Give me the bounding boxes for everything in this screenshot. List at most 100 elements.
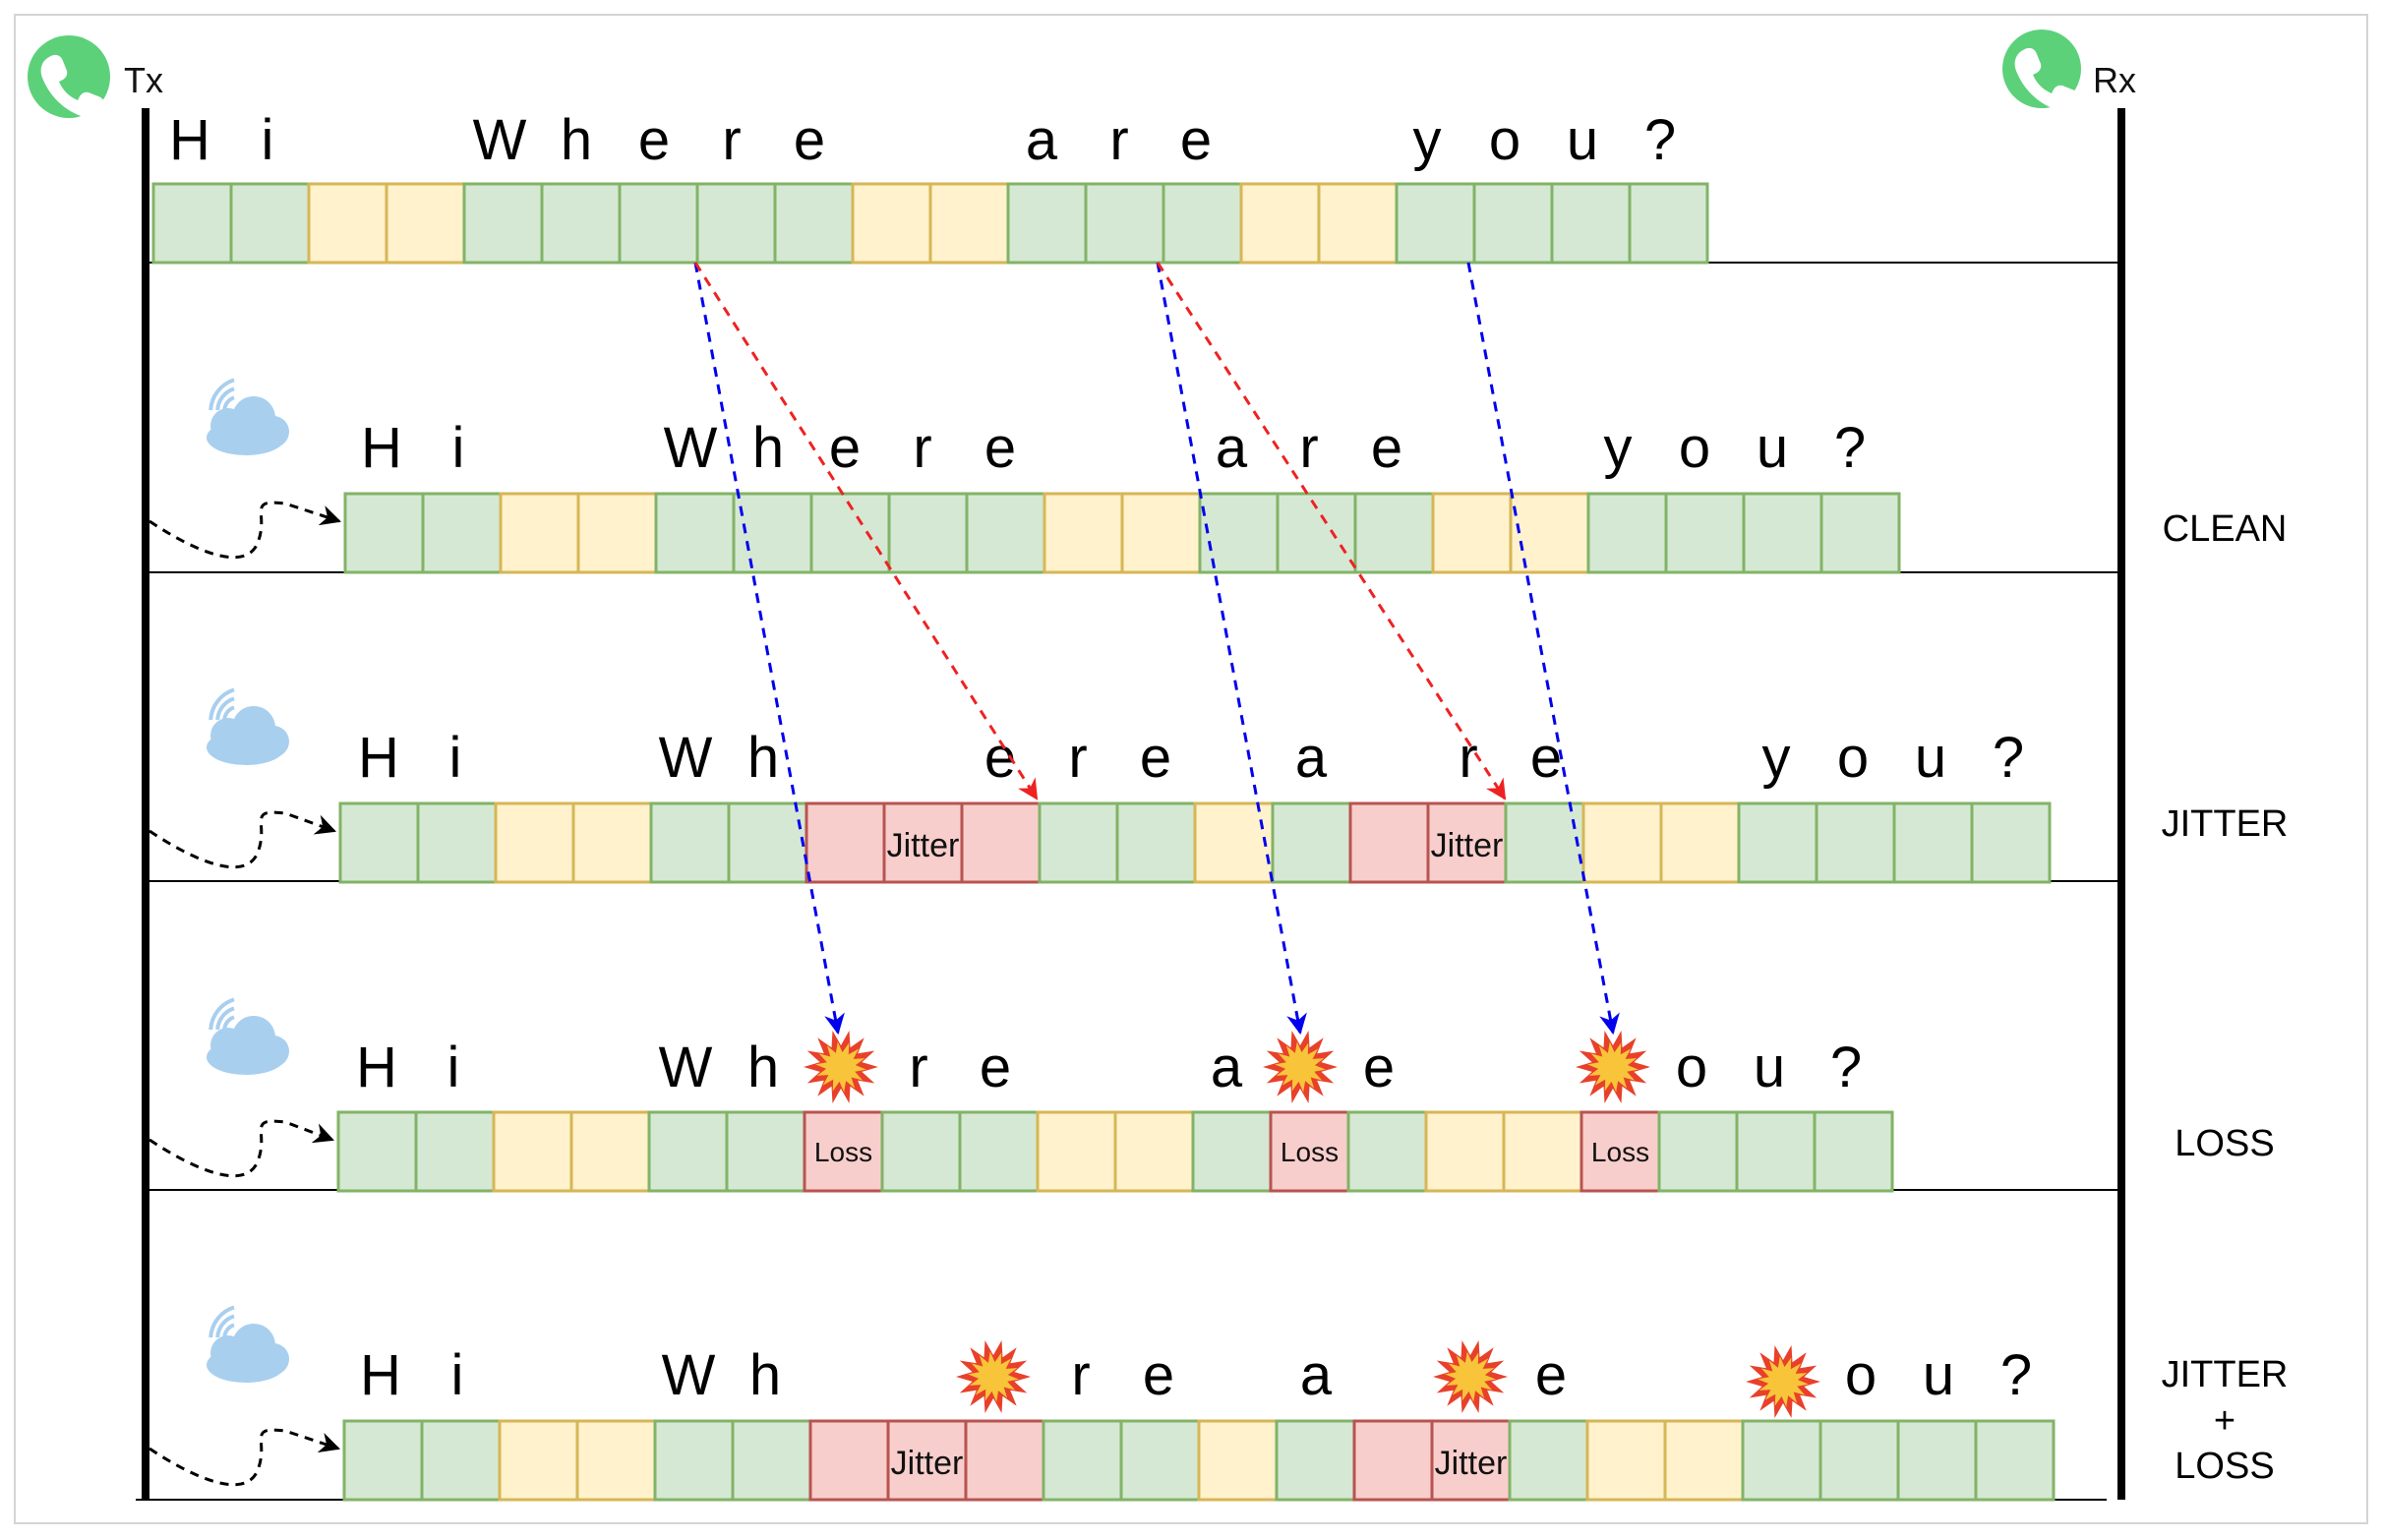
transcript-letter: ? xyxy=(2000,1343,2032,1407)
packet-cell xyxy=(540,182,622,265)
transcript-letter: e xyxy=(1143,1343,1174,1407)
packet-cell xyxy=(1269,1110,1350,1193)
packet-cell xyxy=(1006,182,1088,265)
packet-cell xyxy=(229,182,311,265)
packet-cell xyxy=(494,801,575,884)
packet-cell xyxy=(654,492,736,574)
rx-label: Rx xyxy=(2093,60,2136,100)
packet-cell xyxy=(731,1419,812,1502)
transcript-letter: u xyxy=(1754,1036,1785,1099)
transcript-letter: ? xyxy=(1830,1036,1862,1099)
packet-cell xyxy=(416,801,498,884)
packet-cell xyxy=(1395,182,1476,265)
transcript-letter: i xyxy=(447,1036,460,1099)
packet-cell xyxy=(1659,801,1741,884)
transcript-letter: H xyxy=(361,416,402,480)
packet-cell xyxy=(1239,182,1321,265)
transcript-letter: o xyxy=(1845,1343,1877,1407)
packet-cell xyxy=(1430,1419,1512,1502)
packet-cell xyxy=(725,1110,806,1193)
transcript-letter: o xyxy=(1489,108,1520,172)
transcript-letter: W xyxy=(662,1343,716,1407)
packet-cell xyxy=(414,1110,496,1193)
transcript-letter: e xyxy=(1363,1036,1395,1099)
loss-mapping-arrow xyxy=(693,262,845,1036)
packet-cell xyxy=(649,801,731,884)
packet-cell xyxy=(1737,801,1818,884)
packet-cell xyxy=(1509,492,1590,574)
transcript-letter: H xyxy=(356,1036,397,1099)
transcript-letter: r xyxy=(909,1036,927,1099)
packet-cell xyxy=(1317,182,1399,265)
jitter-mapping-arrow xyxy=(1156,262,1507,800)
packet-cell xyxy=(1664,492,1746,574)
packet-cell xyxy=(1042,1419,1123,1502)
network-cloud-icon xyxy=(207,378,289,455)
transcript-letter: h xyxy=(561,108,592,172)
loss-burst-icon xyxy=(804,1031,878,1103)
packet-cell xyxy=(1663,1419,1745,1502)
packet-cell xyxy=(1276,492,1357,574)
packet-cell xyxy=(1970,801,2052,884)
transmission-path-arrow xyxy=(149,1428,340,1487)
transcript-letter: H xyxy=(169,108,210,172)
packet-cell xyxy=(1472,182,1554,265)
transcript-letter: ? xyxy=(1834,416,1866,480)
transmission-path-arrow xyxy=(149,501,341,560)
loss-cell-label: Loss xyxy=(814,1137,872,1167)
transcript-letter: W xyxy=(659,726,713,790)
packet-cell xyxy=(1043,492,1124,574)
packet-cell xyxy=(1819,492,1901,574)
condition-label-clean: CLEAN xyxy=(2163,508,2288,550)
jitter-cell-label: Jitter xyxy=(891,1445,964,1482)
transcript-letter: i xyxy=(449,726,462,790)
packet-cell xyxy=(695,182,777,265)
packet-cell xyxy=(1036,1110,1117,1193)
transcript-letter: ? xyxy=(1993,726,2024,790)
transcript-letter: r xyxy=(913,416,931,480)
packet-cell xyxy=(928,182,1010,265)
packet-cell xyxy=(1346,1110,1428,1193)
transcript-letter: H xyxy=(358,726,399,790)
packet-cell xyxy=(1813,1110,1894,1193)
packet-cell xyxy=(385,182,466,265)
transcript-letter: o xyxy=(1837,726,1869,790)
network-cloud-icon xyxy=(207,687,289,765)
transcript-letter: r xyxy=(1068,726,1087,790)
packet-cell xyxy=(1193,801,1275,884)
packet-cell xyxy=(1586,492,1668,574)
jitter-cell-label: Jitter xyxy=(887,827,960,864)
packet-cell xyxy=(421,492,503,574)
packet-cell xyxy=(1974,1419,2056,1502)
packet-cell xyxy=(1815,801,1896,884)
transcript-letter: i xyxy=(262,108,274,172)
transcript-letter: r xyxy=(1071,1343,1090,1407)
loss-burst-icon xyxy=(1746,1345,1820,1418)
transcript-letter: e xyxy=(794,108,825,172)
transcript-letter: u xyxy=(1757,416,1788,480)
packet-cell xyxy=(653,1419,735,1502)
network-cloud-icon xyxy=(207,1305,289,1383)
transcript-letter: a xyxy=(1026,108,1058,172)
packet-cell xyxy=(1579,1110,1661,1193)
packet-cell xyxy=(1550,182,1632,265)
packet-cell xyxy=(342,1419,424,1502)
transcript-letter: y xyxy=(1762,726,1791,790)
transcript-letter: e xyxy=(1371,416,1402,480)
packet-cell xyxy=(338,801,420,884)
packet-cell xyxy=(1084,182,1165,265)
loss-mapping-arrow xyxy=(1466,262,1620,1036)
diagram-frame xyxy=(14,14,2368,1524)
packet-cell xyxy=(1508,1419,1589,1502)
transcript-letter: h xyxy=(747,726,779,790)
transcript-letter: u xyxy=(1915,726,1946,790)
packet-stream-original xyxy=(151,182,1709,265)
packet-cell xyxy=(727,801,808,884)
packet-cell xyxy=(1275,1419,1356,1502)
packet-cell xyxy=(1504,801,1585,884)
loss-burst-icon xyxy=(1576,1031,1650,1103)
